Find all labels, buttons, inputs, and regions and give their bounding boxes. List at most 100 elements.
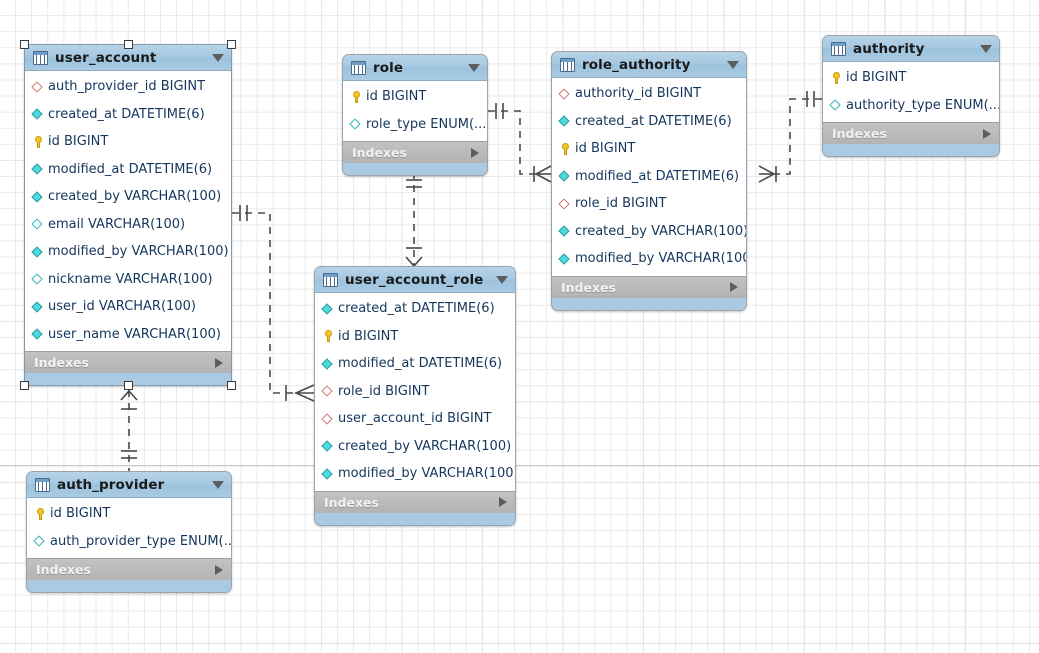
column-label: modified_at DATETIME(6) (48, 161, 213, 177)
indexes-section-authority[interactable]: Indexes (823, 122, 999, 144)
column-row[interactable]: user_name VARCHAR(100) (25, 321, 231, 349)
column-row[interactable]: authority_type ENUM(...) (823, 92, 999, 120)
primary-key-icon (33, 507, 47, 521)
caret-right-icon[interactable] (983, 128, 991, 139)
column-row[interactable]: role_id BIGINT (315, 378, 515, 406)
column-row[interactable]: auth_provider_id BIGINT (25, 73, 231, 101)
column-label: id BIGINT (575, 141, 636, 157)
column-diamond-icon (558, 114, 572, 128)
column-row[interactable]: id BIGINT (343, 83, 487, 111)
indexes-section-role_authority[interactable]: Indexes (552, 275, 746, 298)
column-label: authority_type ENUM(...) (846, 97, 1000, 113)
column-row[interactable]: created_by VARCHAR(100) (315, 433, 515, 461)
column-label: created_at DATETIME(6) (575, 113, 732, 129)
column-row[interactable]: modified_at DATETIME(6) (25, 156, 231, 184)
column-diamond-icon (558, 252, 572, 266)
column-row[interactable]: role_id BIGINT (552, 190, 746, 218)
table-role[interactable]: role id BIGINT role_type ENUM(...) Indexes (342, 54, 488, 176)
caret-right-icon[interactable] (215, 357, 223, 368)
table-footer (343, 163, 487, 175)
resize-handle-n[interactable] (124, 40, 133, 49)
table-header-auth_provider[interactable]: auth_provider (27, 472, 231, 498)
table-footer (25, 373, 231, 385)
table-user_account[interactable]: user_account auth_provider_id BIGINT creat… (24, 44, 232, 386)
fk-diamond-icon (558, 87, 572, 101)
column-row[interactable]: id BIGINT (25, 128, 231, 156)
table-footer (315, 512, 515, 525)
indexes-label: Indexes (832, 126, 887, 141)
table-icon (33, 50, 48, 65)
column-row[interactable]: id BIGINT (552, 135, 746, 163)
column-row[interactable]: created_at DATETIME(6) (25, 101, 231, 129)
nullable-diamond-icon (31, 217, 45, 231)
caret-down-icon[interactable] (468, 63, 480, 72)
resize-handle-se[interactable] (227, 381, 236, 390)
table-header-authority[interactable]: authority (823, 36, 999, 62)
column-row[interactable]: created_at DATETIME(6) (315, 295, 515, 323)
column-row[interactable]: id BIGINT (27, 500, 231, 528)
caret-right-icon[interactable] (730, 282, 738, 292)
column-row[interactable]: id BIGINT (823, 64, 999, 92)
column-label: auth_provider_id BIGINT (48, 79, 206, 95)
nullable-diamond-icon (33, 534, 47, 548)
caret-down-icon[interactable] (212, 480, 224, 489)
column-row[interactable]: user_id VARCHAR(100) (25, 293, 231, 321)
caret-down-icon[interactable] (980, 44, 992, 53)
indexes-section-user_account_role[interactable]: Indexes (315, 490, 515, 513)
column-list: id BIGINT role_type ENUM(...) (343, 81, 487, 141)
indexes-label: Indexes (34, 355, 89, 370)
table-icon (560, 57, 575, 72)
column-row[interactable]: role_type ENUM(...) (343, 111, 487, 139)
column-label: modified_by VARCHAR(100) (48, 244, 229, 260)
column-row[interactable]: created_by VARCHAR(100) (25, 183, 231, 211)
table-name: user_account (55, 49, 157, 66)
resize-handle-ne[interactable] (227, 40, 236, 49)
column-row[interactable]: modified_by VARCHAR(100) (552, 245, 746, 273)
column-row[interactable]: modified_by VARCHAR(100) (315, 460, 515, 488)
column-row[interactable]: auth_provider_type ENUM(...) (27, 528, 231, 556)
column-label: email VARCHAR(100) (48, 216, 186, 232)
table-header-user_account[interactable]: user_account (25, 45, 231, 71)
primary-key-icon (829, 71, 843, 85)
resize-handle-s[interactable] (124, 381, 133, 390)
column-label: created_by VARCHAR(100) (48, 189, 222, 205)
caret-right-icon[interactable] (499, 497, 507, 507)
column-row[interactable]: nickname VARCHAR(100) (25, 266, 231, 294)
column-diamond-icon (31, 162, 45, 176)
column-row[interactable]: created_at DATETIME(6) (552, 108, 746, 136)
caret-down-icon[interactable] (212, 53, 224, 62)
table-role_authority[interactable]: role_authority authority_id BIGINT created… (551, 51, 747, 311)
column-diamond-icon (31, 300, 45, 314)
caret-down-icon[interactable] (727, 60, 739, 69)
caret-right-icon[interactable] (215, 564, 223, 575)
nullable-diamond-icon (31, 272, 45, 286)
column-row[interactable]: modified_at DATETIME(6) (552, 163, 746, 191)
column-label: id BIGINT (366, 89, 427, 105)
indexes-section-role[interactable]: Indexes (343, 141, 487, 163)
column-row[interactable]: modified_by VARCHAR(100) (25, 238, 231, 266)
caret-down-icon[interactable] (496, 275, 508, 284)
column-label: role_type ENUM(...) (366, 116, 488, 132)
resize-handle-nw[interactable] (20, 40, 29, 49)
table-icon (323, 272, 338, 287)
indexes-section-auth_provider[interactable]: Indexes (27, 558, 231, 580)
column-row[interactable]: authority_id BIGINT (552, 80, 746, 108)
column-row[interactable]: id BIGINT (315, 323, 515, 351)
column-row[interactable]: modified_at DATETIME(6) (315, 350, 515, 378)
caret-right-icon[interactable] (471, 147, 479, 158)
table-header-user_account_role[interactable]: user_account_role (315, 267, 515, 293)
table-header-role[interactable]: role (343, 55, 487, 81)
resize-handle-sw[interactable] (20, 381, 29, 390)
column-label: id BIGINT (50, 506, 111, 522)
column-label: user_name VARCHAR(100) (48, 326, 221, 342)
column-row[interactable]: user_account_id BIGINT (315, 405, 515, 433)
table-header-role_authority[interactable]: role_authority (552, 52, 746, 78)
column-row[interactable]: created_by VARCHAR(100) (552, 218, 746, 246)
indexes-section-user_account[interactable]: Indexes (25, 351, 231, 373)
table-name: role_authority (582, 56, 691, 73)
column-row[interactable]: email VARCHAR(100) (25, 211, 231, 239)
